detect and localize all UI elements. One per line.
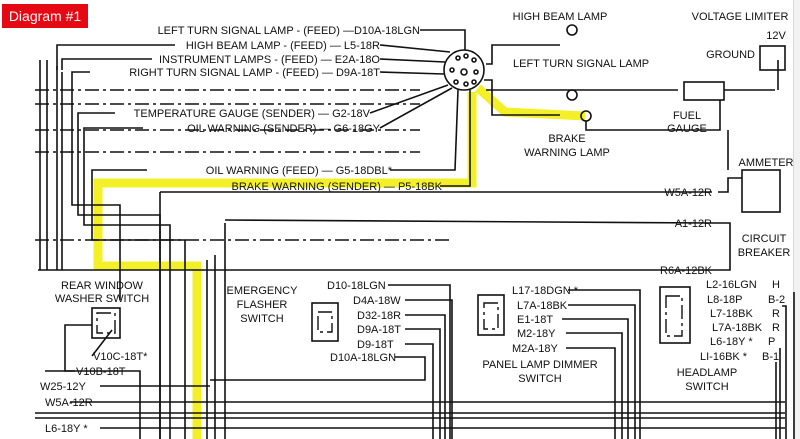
label-w5a-right: W5A-12R xyxy=(664,187,712,199)
label-headlamp-1: HEADLAMP xyxy=(677,367,738,379)
printed-circuit-connector xyxy=(369,24,786,271)
label-fuel-2: GAUGE xyxy=(667,123,707,135)
label-w5a-left: W5A-12R xyxy=(45,397,93,409)
tag-p: P xyxy=(768,336,775,348)
label-r6a: R6A-12BK xyxy=(660,265,713,277)
label-l2: L2-16LGN xyxy=(706,279,757,291)
label-high-beam-lamp: HIGH BEAM LAMP xyxy=(513,11,608,23)
label-washer-1: REAR WINDOW xyxy=(61,280,144,292)
label-instrument-feed: INSTRUMENT LAMPS - (FEED) — E2A-18O xyxy=(159,54,380,66)
label-w25: W25-12Y xyxy=(40,381,87,393)
label-l6-left: L6-18Y * xyxy=(45,423,88,435)
tag-b2: B-2 xyxy=(768,294,785,306)
label-d10: D10-18LGN xyxy=(327,280,386,292)
label-m2: M2-18Y xyxy=(517,328,556,340)
label-d9a: D9A-18T xyxy=(357,324,401,336)
label-dimmer-2: SWITCH xyxy=(518,373,561,385)
label-brake-lamp-2: WARNING LAMP xyxy=(524,147,610,159)
label-brake-sender: BRAKE WARNING (SENDER) — P5-18BK xyxy=(232,181,443,193)
label-l17: L17-18DGN * xyxy=(512,285,579,297)
label-voltage-limiter: VOLTAGE LIMITER xyxy=(692,11,789,23)
switch-blocks xyxy=(45,284,795,439)
label-left-turn-lamp: LEFT TURN SIGNAL LAMP xyxy=(513,58,649,70)
label-l1: LI-16BK * xyxy=(700,351,748,363)
label-m2a: M2A-18Y xyxy=(512,343,559,355)
label-12v: 12V xyxy=(766,30,786,42)
label-d9: D9-18T xyxy=(357,339,394,351)
label-d32: D32-18R xyxy=(357,310,401,322)
label-breaker-2: BREAKER xyxy=(738,247,791,259)
brake-wire-highlight xyxy=(93,92,477,439)
label-headlamp-2: SWITCH xyxy=(685,381,728,393)
label-temp-sender: TEMPERATURE GAUGE (SENDER) — G2-18V xyxy=(134,108,371,120)
label-a1: A1-12R xyxy=(675,218,712,230)
label-flasher-3: SWITCH xyxy=(240,313,283,325)
label-dimmer-1: PANEL LAMP DIMMER xyxy=(482,359,597,371)
label-l7: L7-18BK xyxy=(710,308,753,320)
left-bus-wires xyxy=(35,44,785,439)
label-flasher-2: FLASHER xyxy=(237,299,288,311)
label-flasher-1: EMERGENCY xyxy=(227,285,299,297)
label-ground: GROUND xyxy=(706,49,755,61)
tag-b1: B-1 xyxy=(762,351,779,363)
brake-lamp-highlight xyxy=(475,84,586,121)
label-e1: E1-18T xyxy=(517,314,553,326)
label-high-beam-feed: HIGH BEAM LAMP - (FEED) — L5-18R xyxy=(186,40,380,52)
label-d10a: D10A-18LGN xyxy=(330,352,396,364)
label-l7a-hl: L7A-18BK xyxy=(712,322,763,334)
tag-h: H xyxy=(772,279,780,291)
label-washer-2: WASHER SWITCH xyxy=(55,293,149,305)
tag-r2: R xyxy=(772,322,780,334)
label-brake-lamp-1: BRAKE xyxy=(548,133,585,145)
label-breaker-1: CIRCUIT xyxy=(742,233,787,245)
label-l7a: L7A-18BK xyxy=(517,300,568,312)
tag-r1: R xyxy=(772,308,780,320)
diagram-badge: Diagram #1 xyxy=(2,4,88,28)
label-l6: L6-18Y * xyxy=(710,336,753,348)
label-fuel-1: FUEL xyxy=(673,110,701,122)
label-ammeter: AMMETER xyxy=(739,157,794,169)
label-oil-sender: OIL WARNING (SENDER) — G6-18GY xyxy=(187,123,381,135)
scroll-edge xyxy=(793,0,800,439)
label-oil-feed: OIL WARNING (FEED) — G5-18DBL* xyxy=(206,165,393,177)
label-v10c: V10C-18T* xyxy=(93,351,148,363)
label-v10b: V10B-18T xyxy=(76,366,126,378)
label-right-turn-feed: RIGHT TURN SIGNAL LAMP - (FEED) — D9A-18… xyxy=(129,67,380,79)
label-d4a: D4A-18W xyxy=(353,295,401,307)
label-left-turn-feed: LEFT TURN SIGNAL LAMP - (FEED) —D10A-18L… xyxy=(158,25,420,37)
label-l8: L8-18P xyxy=(707,294,742,306)
